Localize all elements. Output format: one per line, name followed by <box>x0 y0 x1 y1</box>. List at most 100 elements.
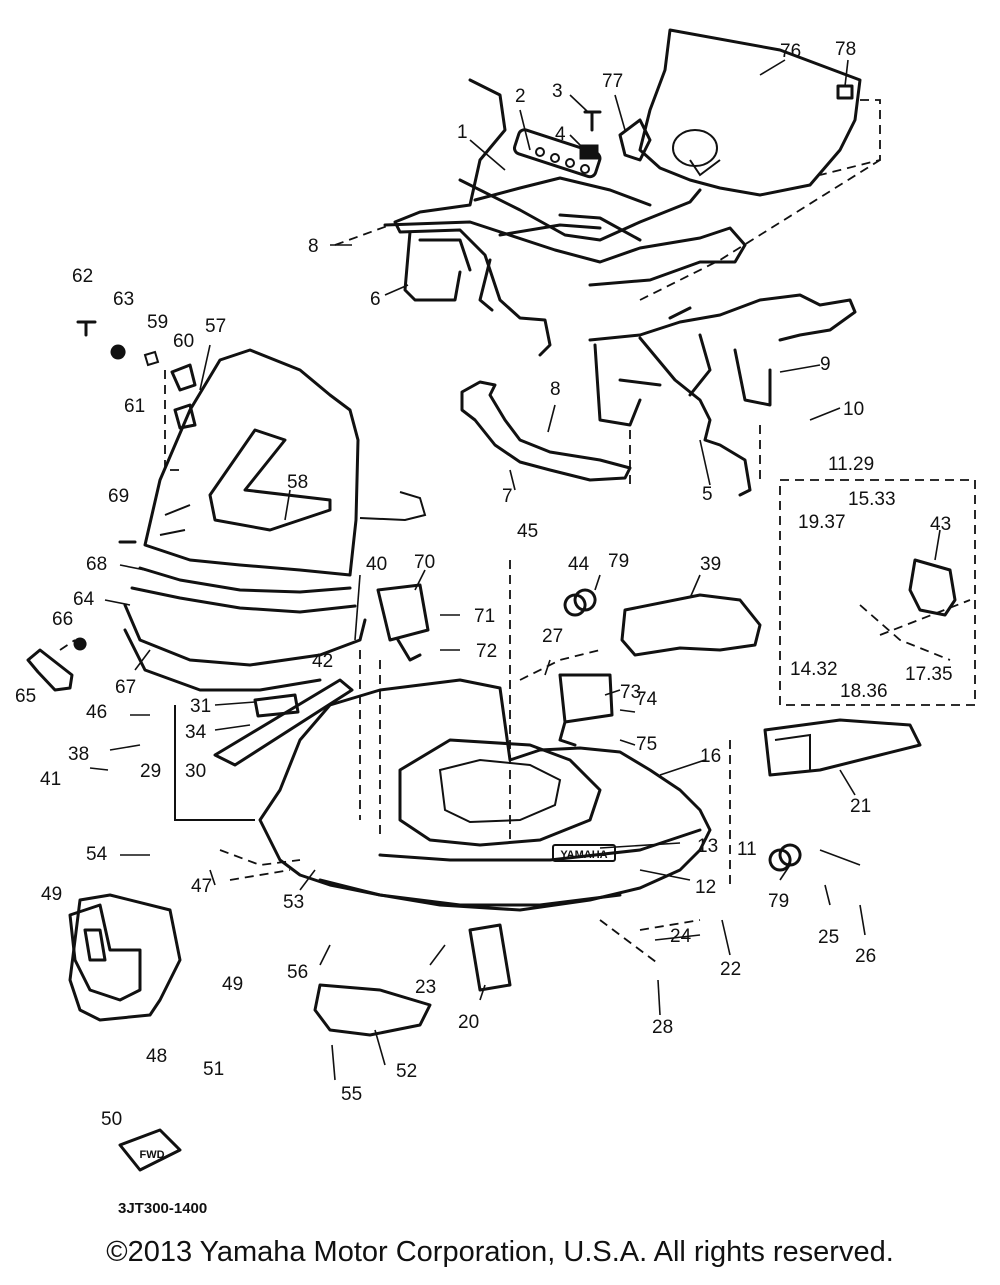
part-label: 11 <box>737 839 757 860</box>
part-label: 25 <box>818 927 839 948</box>
left-hardware <box>26 320 197 692</box>
part-label: 8 <box>308 236 319 257</box>
part-label: 34 <box>185 722 207 743</box>
part-label: 75 <box>636 734 657 755</box>
part-label: 31 <box>190 696 211 717</box>
lower-fairing-stay <box>588 293 857 497</box>
diagram-code: 3JT300-1400 <box>118 1200 207 1217</box>
part-label: 17.35 <box>905 664 953 685</box>
inner-panel <box>174 678 354 821</box>
copyright-notice: ©2013 Yamaha Motor Corporation, U.S.A. A… <box>106 1236 894 1268</box>
part-label: 19.37 <box>798 512 846 533</box>
part-label: 3 <box>552 81 563 102</box>
part-label: 60 <box>173 331 194 352</box>
part-label: 63 <box>113 289 134 310</box>
windshield <box>143 348 427 577</box>
duct-upper <box>620 593 762 657</box>
dashed-guides <box>59 99 971 966</box>
fwd-arrow-text: FWD <box>139 1149 164 1161</box>
part-label: 61 <box>124 396 145 417</box>
part-label: 66 <box>52 609 73 630</box>
part-label: 26 <box>855 946 876 967</box>
part-label: 70 <box>414 552 435 573</box>
part-label: 46 <box>86 702 107 723</box>
part-label: 53 <box>283 892 304 913</box>
part-label: 68 <box>86 554 107 575</box>
part-label: 23 <box>415 977 436 998</box>
duct-lower <box>763 718 922 777</box>
part-label: 45 <box>517 521 538 542</box>
part-label: 7 <box>502 486 513 507</box>
part-label: 40 <box>366 554 387 575</box>
part-label: 28 <box>652 1017 673 1038</box>
windshield-trim <box>123 566 367 692</box>
part-label: 55 <box>341 1084 362 1105</box>
main-cowling: YAMAHA <box>258 678 712 912</box>
part-label: 74 <box>636 689 658 710</box>
part-labels: 1 2 3 4 5 6 7 8 8 9 10 11.29 11 12 13 14… <box>15 39 953 1130</box>
part-label: 48 <box>146 1046 167 1067</box>
part-label: 72 <box>476 641 497 662</box>
part-label: 52 <box>396 1061 417 1082</box>
part-label: 2 <box>515 86 526 107</box>
part-label: 49 <box>222 974 243 995</box>
part-label: 62 <box>72 266 93 287</box>
part-label: 44 <box>568 554 590 575</box>
part-label: 6 <box>370 289 381 310</box>
part-label: 38 <box>68 744 89 765</box>
part-label: 4 <box>555 124 566 145</box>
lower-hardware: FWD <box>68 588 802 1172</box>
part-label: 21 <box>850 796 871 817</box>
side-bracket <box>779 479 976 706</box>
part-label: 1 <box>457 122 468 143</box>
yamaha-emblem-text: YAMAHA <box>560 849 607 861</box>
part-label: 16 <box>700 746 721 767</box>
part-label: 41 <box>40 769 61 790</box>
part-label: 8 <box>550 379 561 400</box>
part-label: 64 <box>73 589 95 610</box>
part-label: 56 <box>287 962 308 983</box>
part-label: 42 <box>312 651 333 672</box>
part-label: 54 <box>86 844 108 865</box>
right-mirror <box>558 673 614 747</box>
part-label: 69 <box>108 486 129 507</box>
part-label: 5 <box>702 484 713 505</box>
part-label: 9 <box>820 354 831 375</box>
part-label: 24 <box>670 926 692 947</box>
part-label: 10 <box>843 399 864 420</box>
part-label: 79 <box>768 891 789 912</box>
part-label: 11.29 <box>828 454 874 475</box>
part-label: 76 <box>780 41 801 62</box>
part-label: 22 <box>720 959 741 980</box>
part-label: 71 <box>474 606 495 627</box>
part-label: 14.32 <box>790 659 838 680</box>
part-label: 15.33 <box>848 489 896 510</box>
part-label: 67 <box>115 677 136 698</box>
part-label: 73 <box>620 682 641 703</box>
part-label: 78 <box>835 39 856 60</box>
part-label: 18.36 <box>840 681 888 702</box>
instrument-cover <box>638 28 862 197</box>
part-label: 47 <box>191 876 212 897</box>
part-label: 49 <box>41 884 62 905</box>
part-label: 13 <box>697 836 718 857</box>
left-mirror <box>376 583 430 662</box>
part-label: 50 <box>101 1109 122 1130</box>
part-label: 77 <box>602 71 623 92</box>
part-label: 58 <box>287 472 308 493</box>
part-label: 39 <box>700 554 721 575</box>
part-label: 20 <box>458 1012 479 1033</box>
part-label: 65 <box>15 686 36 707</box>
part-label: 51 <box>203 1059 224 1080</box>
fairing-arm <box>460 380 632 482</box>
part-label: 79 <box>608 551 629 572</box>
part-label: 59 <box>147 312 168 333</box>
upper-fairing-stay <box>383 78 747 357</box>
leader-lines <box>89 59 941 1081</box>
part-label: 30 <box>185 761 206 782</box>
part-label: 57 <box>205 316 226 337</box>
part-label: 43 <box>930 514 951 535</box>
part-label: 12 <box>695 877 716 898</box>
part-label: 27 <box>542 626 563 647</box>
